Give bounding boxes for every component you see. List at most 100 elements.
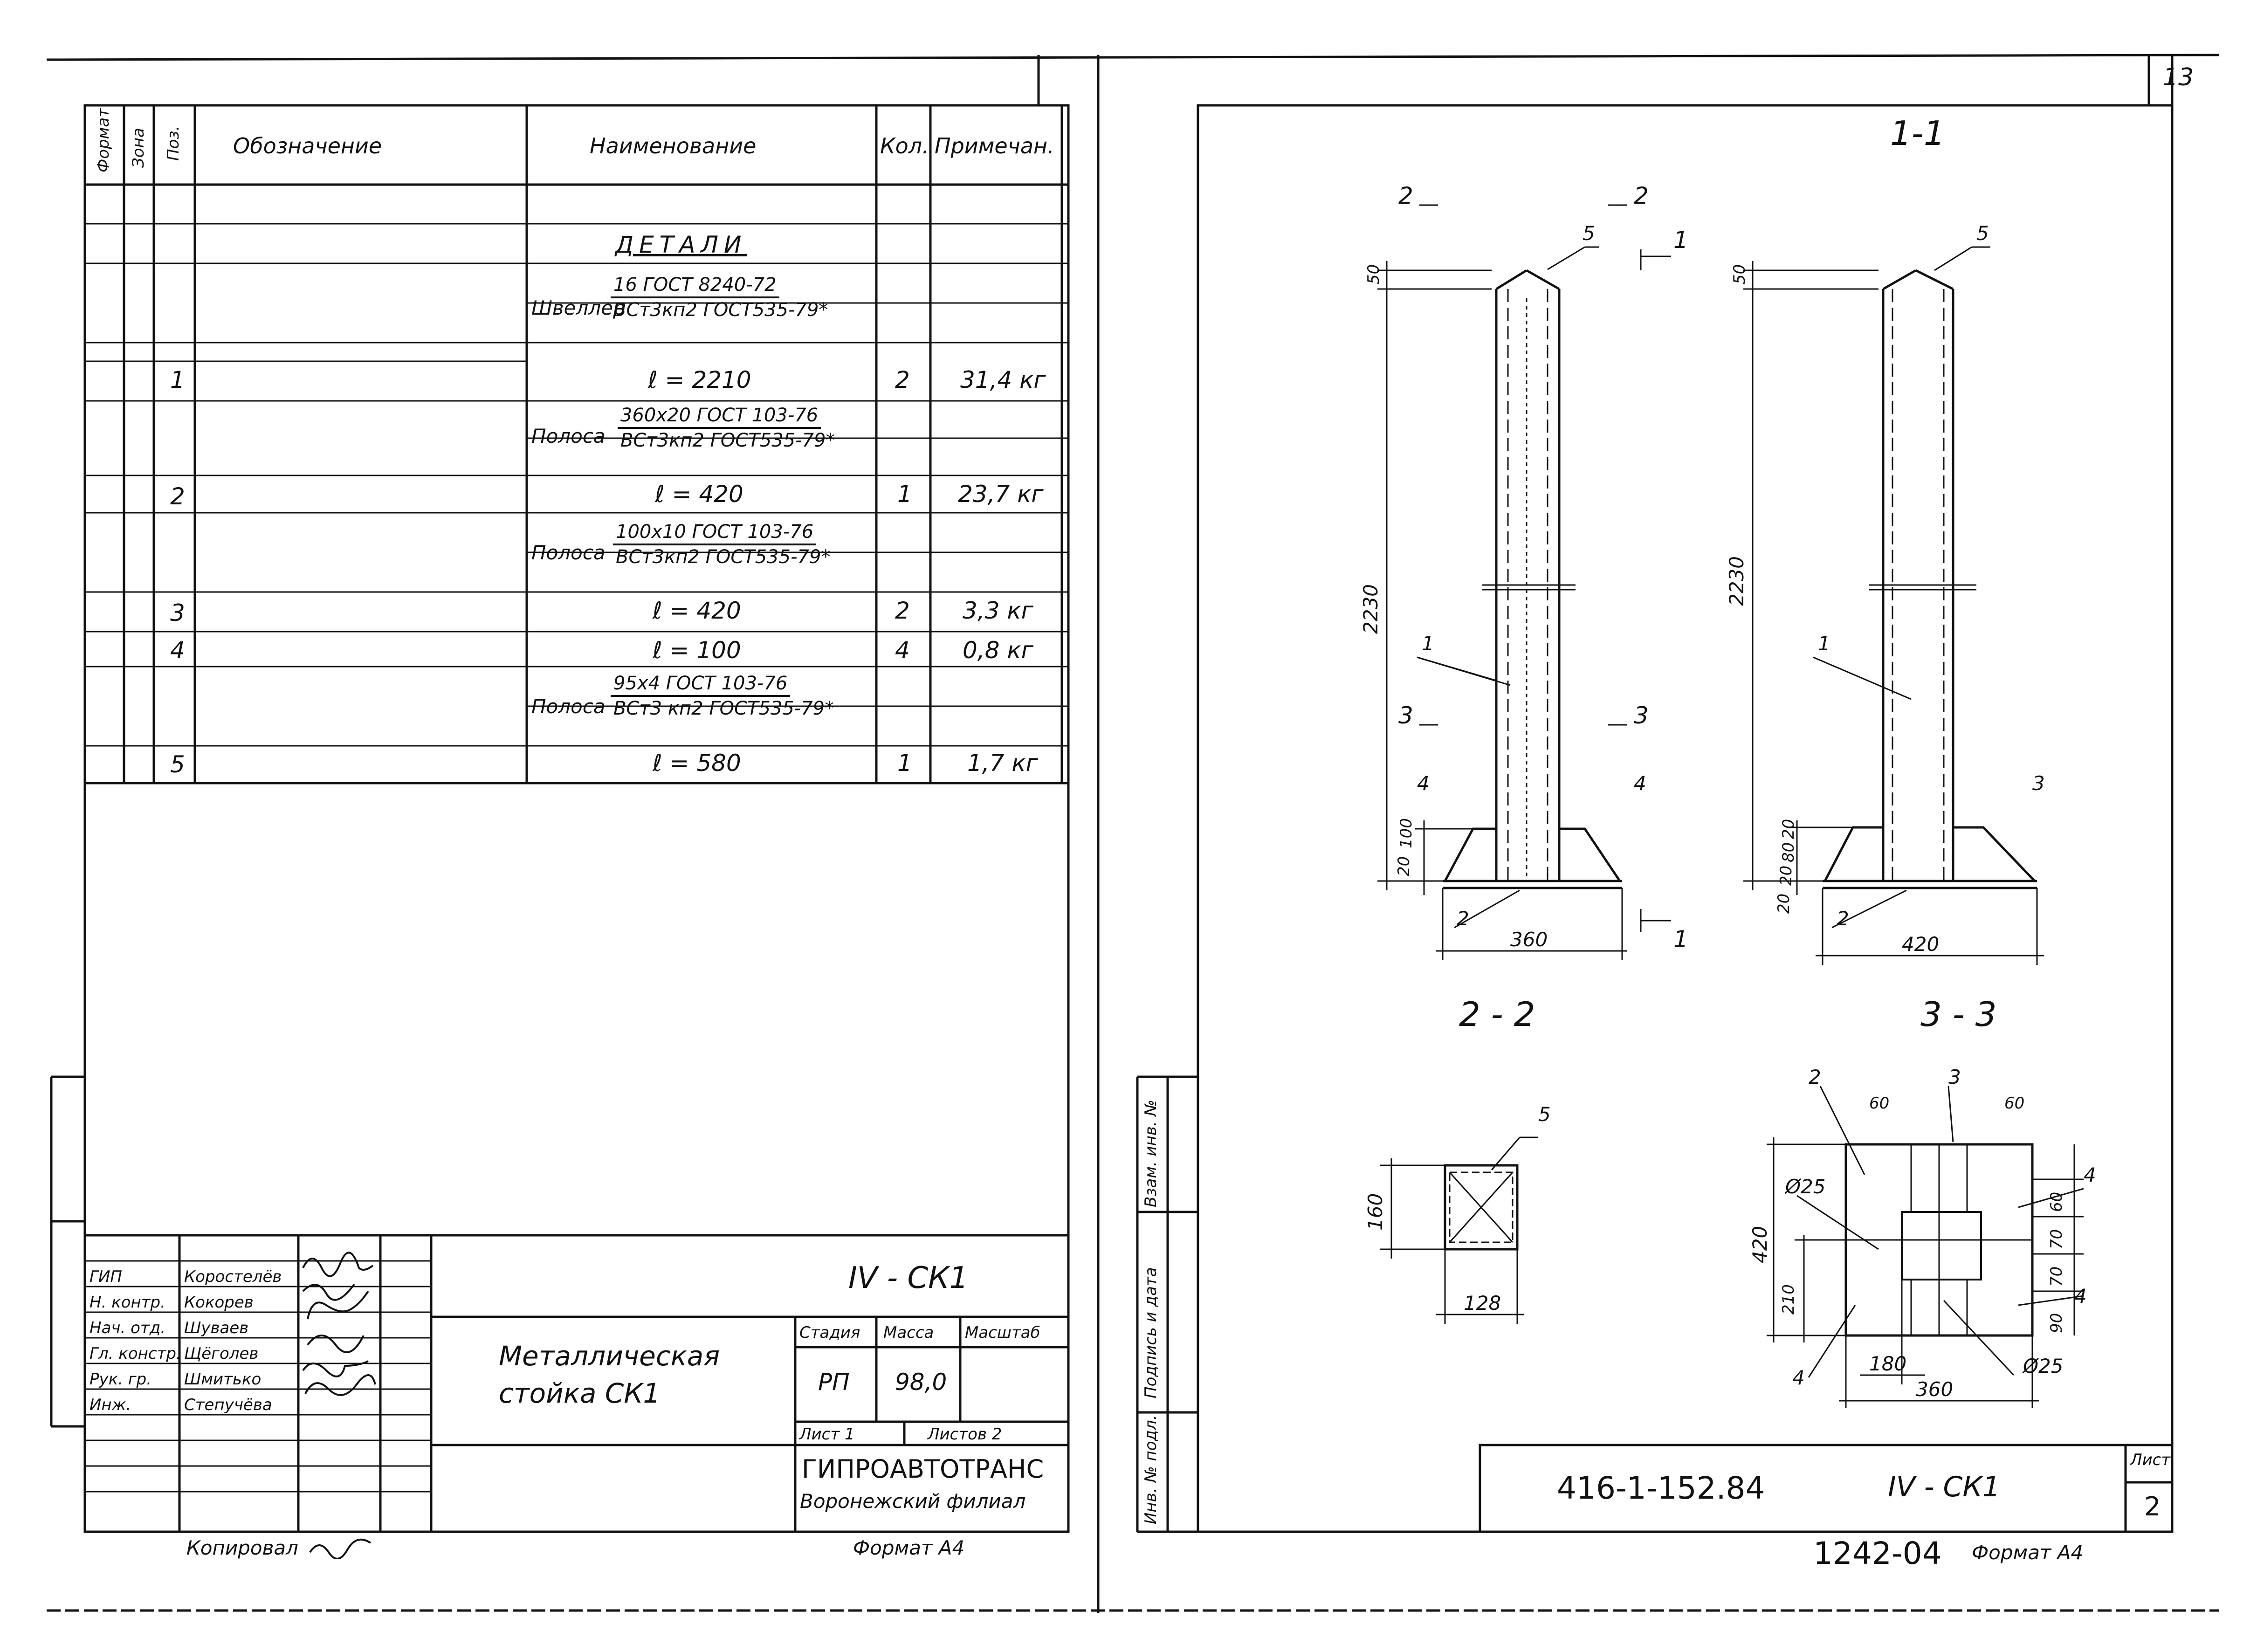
callout-2-plan: 2	[1809, 1066, 1821, 1088]
mass-label: Масса	[883, 1323, 934, 1342]
group-label-3: Полоса	[531, 541, 606, 564]
dim-base-left-b: 100	[1397, 818, 1416, 848]
row-5-name: ℓ = 580	[653, 750, 741, 777]
callout-4-plan-a: 4	[2084, 1163, 2096, 1186]
dim-width-left: 360	[1510, 928, 1548, 951]
cut-mark-2-right: 2	[1634, 182, 1649, 209]
footer-code: 1242-04	[1813, 1535, 1942, 1571]
callout-4-left: 4	[1417, 772, 1430, 795]
header-qty: Кол.	[880, 133, 929, 158]
row-4-name: ℓ = 100	[653, 637, 741, 664]
dim-height-right: 2230	[1725, 556, 1748, 606]
dim-base-right-d: 20	[1779, 819, 1798, 839]
role-2: Н. контр.	[89, 1293, 165, 1312]
role-5: Рук. гр.	[89, 1370, 152, 1389]
row-3-name: ℓ = 420	[653, 597, 741, 624]
row-4-qty: 4	[895, 637, 910, 664]
name-2: Кокорев	[184, 1293, 254, 1312]
dim-plan-90: 90	[2047, 1313, 2066, 1333]
callout-5-square: 5	[1538, 1103, 1551, 1126]
cut-mark-1-top: 1	[1673, 227, 1688, 254]
callout-4-plan-b: 4	[2074, 1285, 2087, 1308]
group-spec-4: 95x4 ГОСТ 103-76 ВСт3 кп2 ГОСТ535-79*	[611, 674, 837, 718]
copied-by: Копировал	[186, 1536, 298, 1559]
header-designation: Обозначение	[233, 133, 382, 158]
row-5-pos: 5	[170, 751, 185, 778]
dim-hole-top: Ø25	[1785, 1175, 1826, 1198]
sheet-number: 13	[2163, 63, 2194, 91]
section-title: ДЕТАЛИ	[615, 231, 747, 258]
row-3-note: 3,3 кг	[963, 597, 1033, 624]
signatures	[302, 1252, 376, 1396]
name-1: Коростелёв	[184, 1267, 282, 1286]
row-1-pos: 1	[170, 366, 185, 393]
dim-top-left: 50	[1364, 264, 1383, 284]
row-3-pos: 3	[170, 599, 185, 626]
group-spec-2-den: ВСт3кп2 ГОСТ535-79*	[620, 430, 835, 451]
name-3: Шуваев	[184, 1319, 249, 1337]
role-6: Инж.	[89, 1396, 131, 1414]
group-spec-1-den: ВСт3кп2 ГОСТ535-79*	[613, 299, 828, 321]
row-2-pos: 2	[170, 483, 185, 510]
dim-plan-60c: 60	[2047, 1191, 2066, 1212]
dim-width-right: 420	[1902, 933, 1940, 956]
dim-square-w: 128	[1464, 1292, 1501, 1315]
group-label-4: Полоса	[531, 695, 606, 718]
group-spec-3-num: 100x10 ГОСТ 103-76	[613, 522, 817, 545]
role-1: ГИП	[89, 1267, 122, 1286]
callout-5-right: 5	[1976, 222, 1989, 245]
dim-base-left-a: 20	[1395, 856, 1413, 876]
row-1-qty: 2	[895, 366, 910, 393]
doc-mark: IV - СК1	[1888, 1471, 2001, 1503]
callout-3-plan: 3	[1948, 1066, 1961, 1088]
callout-5-left: 5	[1583, 222, 1595, 245]
left-format: Формат А4	[853, 1536, 965, 1559]
sheets-label: Листов 2	[928, 1425, 1002, 1444]
cut-mark-2-left: 2	[1398, 182, 1413, 209]
dim-top-right: 50	[1730, 264, 1749, 284]
group-spec-2: 360x20 ГОСТ 103-76 ВСт3кп2 ГОСТ535-79*	[618, 406, 838, 450]
sheet-label: Лист 1	[799, 1425, 855, 1444]
row-5-note: 1,7 кг	[967, 750, 1038, 777]
callout-2-right: 2	[1837, 907, 1849, 930]
name-5: Шмитько	[184, 1370, 261, 1389]
org-branch: Воронежский филиал	[800, 1490, 1026, 1513]
mass-value: 98,0	[895, 1369, 947, 1396]
row-2-note: 23,7 кг	[958, 481, 1044, 508]
row-1-name: ℓ = 2210	[648, 366, 751, 393]
group-spec-4-num: 95x4 ГОСТ 103-76	[611, 674, 791, 697]
stage-value: РП	[818, 1369, 850, 1396]
row-3-qty: 2	[895, 597, 910, 624]
row-2-name: ℓ = 420	[655, 481, 743, 508]
header-zone: Зона	[129, 128, 148, 168]
group-spec-3: 100x10 ГОСТ 103-76 ВСт3кп2 ГОСТ535-79*	[613, 522, 833, 567]
row-2-qty: 1	[897, 481, 912, 508]
view-2-2-label: 2 - 2	[1459, 995, 1535, 1034]
copied-signature	[309, 1538, 372, 1559]
stamp-inv-orig: Инв. № подл.	[1142, 1415, 1160, 1524]
row-5-qty: 1	[897, 750, 912, 777]
dim-base-right-c: 80	[1779, 842, 1798, 862]
stamp-sheet-no: 2	[2144, 1492, 2161, 1522]
dim-plan-70a: 70	[2047, 1229, 2066, 1249]
header-name: Наименование	[590, 133, 757, 158]
row-1-note: 31,4 кг	[960, 366, 1046, 393]
dim-height-left: 2230	[1359, 584, 1382, 634]
group-spec-2-num: 360x20 ГОСТ 103-76	[618, 406, 821, 429]
row-4-note: 0,8 кг	[963, 637, 1033, 664]
view-3-3-label: 3 - 3	[1920, 995, 1997, 1034]
dim-plan-h: 420	[1748, 1225, 1771, 1263]
dim-base-right-a: 20	[1775, 893, 1793, 914]
callout-4-right: 4	[1634, 772, 1646, 795]
cut-mark-3-right: 3	[1634, 702, 1649, 729]
role-4: Гл. констр.	[89, 1344, 181, 1363]
name-4: Щёголев	[184, 1344, 259, 1363]
dim-plan-inner-w: 180	[1869, 1352, 1907, 1375]
header-pos: Поз.	[164, 125, 183, 161]
dim-plan-60b: 60	[2004, 1094, 2025, 1113]
title-line2: стойка СК1	[499, 1377, 661, 1409]
title-code: IV - СК1	[848, 1261, 969, 1295]
view-1-1-label: 1-1	[1890, 114, 1945, 153]
scale-label: Масштаб	[965, 1323, 1040, 1342]
